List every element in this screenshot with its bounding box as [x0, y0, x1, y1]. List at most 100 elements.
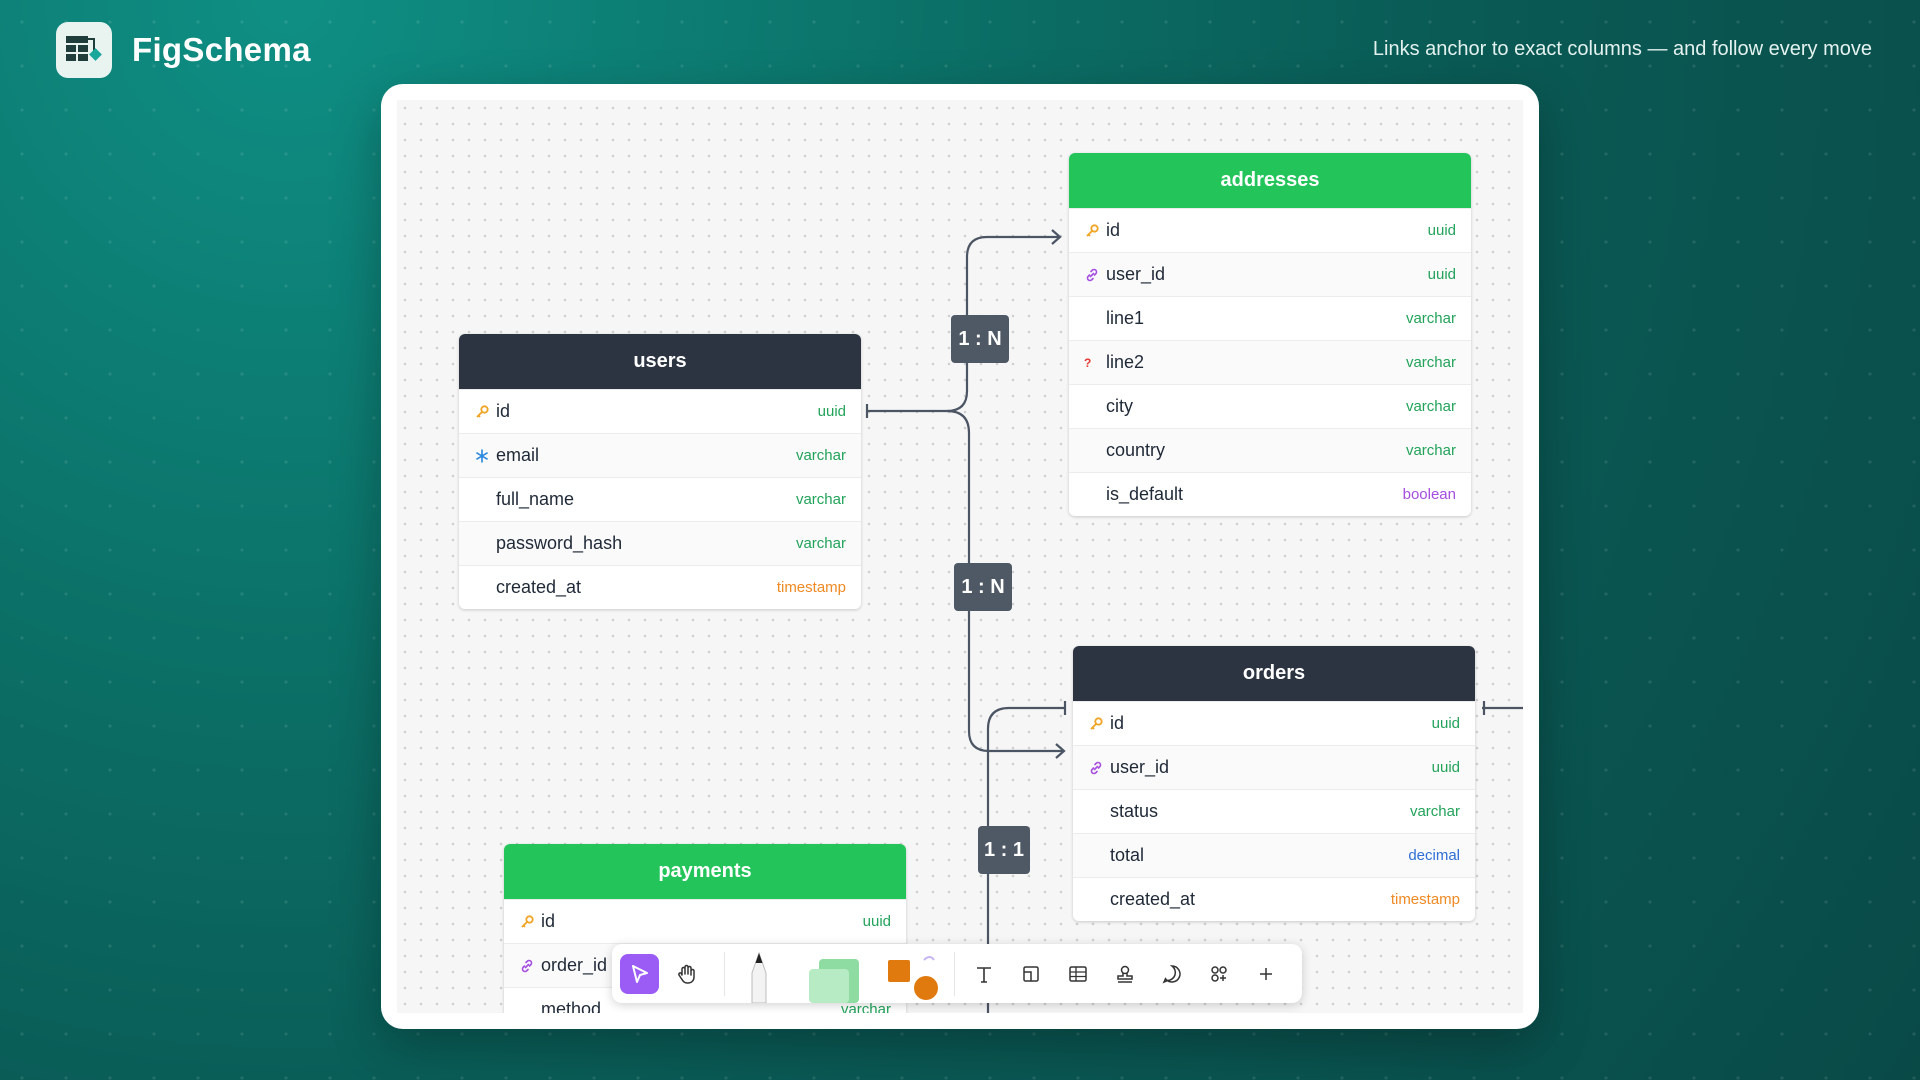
pointer-icon	[631, 964, 648, 983]
column-row-id[interactable]: id uuid	[1069, 208, 1471, 252]
plus-icon	[1260, 967, 1273, 980]
toolbar	[612, 944, 1302, 1003]
column-type: uuid	[862, 913, 891, 930]
column-name: id	[1110, 713, 1125, 733]
brand-name: FigSchema	[132, 31, 311, 68]
pen-icon	[751, 951, 767, 1003]
key-icon	[474, 404, 496, 420]
column-type: varchar	[795, 491, 846, 508]
column-name: user_id	[1106, 264, 1166, 284]
column-name: email	[496, 445, 540, 465]
column-type: boolean	[1402, 486, 1456, 503]
more-tool[interactable]	[1247, 954, 1286, 994]
tagline: Links anchor to exact columns — and foll…	[1372, 38, 1872, 60]
frame-tool[interactable]	[1012, 954, 1051, 994]
column-type: uuid	[817, 403, 846, 420]
column-row-created_at[interactable]: created_at timestamp	[1073, 877, 1475, 921]
stamp-tool[interactable]	[1106, 954, 1145, 994]
column-name: total	[1110, 845, 1145, 865]
column-row-user_id[interactable]: user_id uuid	[1073, 745, 1475, 789]
column-type: timestamp	[776, 579, 846, 596]
link-icon	[1084, 267, 1106, 283]
snowflake-icon	[474, 448, 496, 464]
table-users[interactable]: users id uuid email varchar full_name varchar p…	[459, 334, 861, 609]
schema-logo-icon	[56, 22, 112, 78]
schema-canvas[interactable]: 1 : N 1 : N 1 : 1 users id uuid email varcha…	[397, 100, 1523, 1013]
toolbar-separator	[724, 951, 725, 996]
link-icon	[1088, 760, 1110, 776]
column-type: varchar	[795, 447, 846, 464]
column-name: method	[541, 999, 602, 1013]
column-name: id	[496, 401, 511, 421]
column-type: uuid	[1431, 715, 1460, 732]
column-name: full_name	[496, 489, 575, 509]
key-icon	[1084, 223, 1106, 239]
column-name: created_at	[1110, 889, 1196, 909]
shapes-icon	[887, 955, 938, 1000]
hand-tool[interactable]	[667, 954, 706, 994]
table-header[interactable]: addresses	[1069, 153, 1471, 208]
column-row-email[interactable]: email varchar	[459, 433, 861, 477]
column-row-line1[interactable]: line1 varchar	[1069, 296, 1471, 340]
column-name: status	[1110, 801, 1159, 821]
relation-badge-users-orders[interactable]: 1 : N	[954, 563, 1012, 611]
column-type: varchar	[840, 1001, 891, 1013]
link-users-orders	[946, 409, 1064, 753]
table-tool[interactable]	[1059, 954, 1098, 994]
column-type: varchar	[1405, 442, 1456, 459]
column-name: is_default	[1106, 484, 1184, 504]
column-row-id[interactable]: id uuid	[459, 389, 861, 433]
table-header[interactable]: users	[459, 334, 861, 389]
column-type: timestamp	[1390, 891, 1460, 908]
table-header[interactable]: payments	[504, 844, 906, 899]
link-icon	[519, 958, 541, 974]
comment-icon	[1162, 964, 1182, 983]
column-row-full_name[interactable]: full_name varchar	[459, 477, 861, 521]
hand-icon	[677, 964, 695, 984]
relation-badge-orders-payments[interactable]: 1 : 1	[978, 826, 1030, 874]
column-row-id[interactable]: id uuid	[504, 899, 906, 943]
column-row-is_default[interactable]: is_default boolean	[1069, 472, 1471, 516]
pen-tool[interactable]	[735, 944, 784, 1003]
table-icon	[1069, 965, 1088, 982]
column-type: varchar	[1405, 354, 1456, 371]
column-row-country[interactable]: country varchar	[1069, 428, 1471, 472]
column-type: uuid	[1431, 759, 1460, 776]
column-type: varchar	[1405, 310, 1456, 327]
text-tool[interactable]	[965, 954, 1004, 994]
column-name: line1	[1106, 308, 1145, 328]
key-icon	[519, 914, 541, 930]
editor-window: 1 : N 1 : N 1 : 1 users id uuid email varcha…	[381, 84, 1539, 1029]
sticky-note-icon	[808, 959, 859, 1003]
stamp-icon	[1117, 965, 1134, 983]
column-type: uuid	[1427, 222, 1456, 239]
widgets-icon	[1211, 965, 1228, 982]
shapes-tool[interactable]	[876, 944, 944, 1003]
column-name: user_id	[1110, 757, 1170, 777]
link-orders-payments	[986, 706, 1065, 1013]
select-tool[interactable]	[620, 953, 659, 994]
column-name: city	[1106, 396, 1133, 416]
column-row-id[interactable]: id uuid	[1073, 701, 1475, 745]
widgets-tool[interactable]	[1200, 954, 1239, 994]
brand: FigSchema	[56, 22, 311, 78]
table-header[interactable]: orders	[1073, 646, 1475, 701]
comment-tool[interactable]	[1153, 954, 1192, 994]
relation-badge-users-addresses[interactable]: 1 : N	[951, 315, 1009, 363]
column-name: country	[1106, 440, 1166, 460]
column-name: order_id	[541, 955, 608, 975]
frame-icon	[1023, 965, 1040, 982]
column-name: id	[541, 911, 556, 931]
text-icon	[977, 966, 992, 983]
column-name: id	[1106, 220, 1121, 240]
sticky-note-tool[interactable]	[798, 944, 876, 1003]
